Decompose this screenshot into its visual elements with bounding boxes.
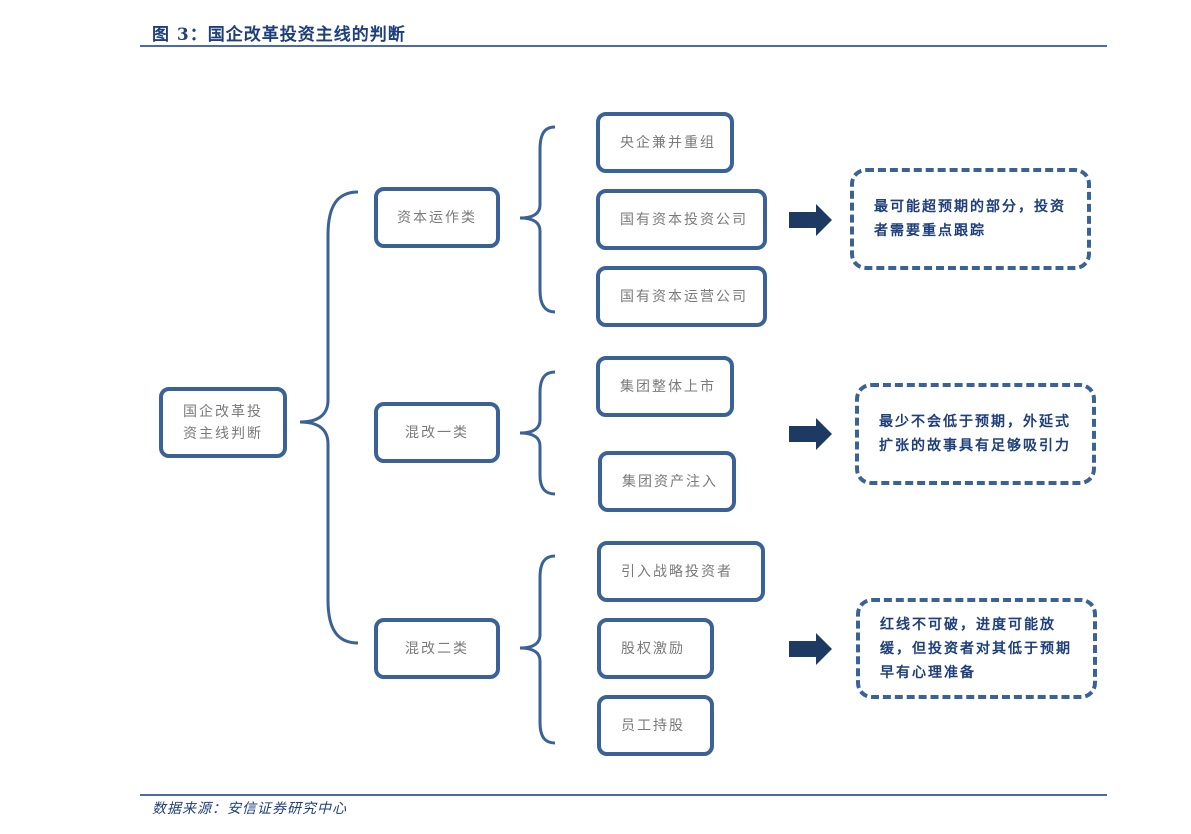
title-divider (140, 45, 1107, 47)
figure-title: 图 3：国企改革投资主线的判断 (152, 25, 406, 45)
leaf-node: 国有资本投资公司 (596, 189, 767, 250)
assessment-note: 红线不可破，进度可能放缓，但投资者对其低于预期早有心理准备 (856, 598, 1097, 699)
leaf-node: 央企兼并重组 (596, 112, 734, 173)
leaf-label: 央企兼并重组 (620, 134, 716, 151)
category-label: 混改二类 (405, 640, 469, 657)
leaf-node: 集团资产注入 (598, 451, 736, 512)
category-node-capital-operation: 资本运作类 (374, 187, 500, 248)
leaf-node: 国有资本运营公司 (596, 266, 767, 327)
note-text: 最少不会低于预期，外延式扩张的故事具有足够吸引力 (879, 414, 1071, 454)
arrow-icon (789, 418, 832, 450)
category-2-brace (519, 370, 556, 496)
note-text: 最可能超预期的部分，投资者需要重点跟踪 (874, 199, 1066, 239)
leaf-label: 引入战略投资者 (621, 563, 733, 580)
leaf-node: 股权激励 (597, 618, 714, 679)
leaf-label: 国有资本运营公司 (620, 288, 748, 305)
note-text: 红线不可破，进度可能放缓，但投资者对其低于预期早有心理准备 (880, 616, 1072, 681)
root-node-label: 国企改革投资主线判断 (183, 403, 263, 442)
source-note: 数据来源：安信证券研究中心 (152, 801, 347, 817)
category-node-mixed-reform-2: 混改二类 (374, 618, 500, 679)
root-node: 国企改革投资主线判断 (159, 387, 287, 458)
leaf-label: 员工持股 (621, 717, 685, 734)
root-brace (299, 190, 359, 645)
leaf-node: 引入战略投资者 (597, 541, 765, 602)
leaf-label: 国有资本投资公司 (620, 211, 748, 228)
arrow-icon (789, 204, 832, 236)
leaf-label: 集团资产注入 (622, 473, 718, 490)
category-3-brace (519, 554, 556, 745)
leaf-label: 股权激励 (621, 640, 685, 657)
category-1-brace (519, 125, 556, 314)
leaf-node: 员工持股 (597, 695, 714, 756)
category-label: 资本运作类 (397, 209, 477, 226)
category-node-mixed-reform-1: 混改一类 (374, 402, 500, 463)
assessment-note: 最可能超预期的部分，投资者需要重点跟踪 (850, 168, 1091, 270)
leaf-node: 集团整体上市 (596, 356, 734, 417)
arrow-icon (789, 633, 832, 665)
leaf-label: 集团整体上市 (620, 378, 716, 395)
assessment-note: 最少不会低于预期，外延式扩张的故事具有足够吸引力 (855, 383, 1096, 485)
footer-divider (140, 794, 1107, 796)
category-label: 混改一类 (405, 424, 469, 441)
